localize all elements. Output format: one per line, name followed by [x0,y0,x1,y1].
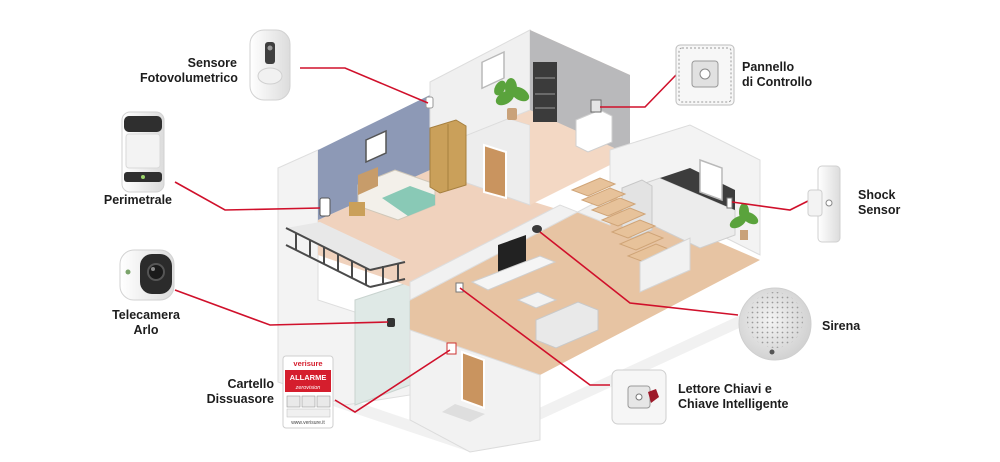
kitchen-window [699,158,723,202]
photo-motion-sensor-device [249,29,291,101]
leader-telecamera [174,289,389,326]
label-pannello-di-controllo: Pannello di Controllo [742,60,832,90]
studio-plant-icon [494,78,530,106]
label-pannello-line2: di Controllo [742,75,813,89]
staircase [570,177,673,263]
kitchen-plant-pot [740,230,748,240]
label-sensore-fotovolumetrico: Sensore Fotovolumetrico [140,56,238,86]
siren-device [738,287,812,361]
wall-perimetral-sensor [319,197,331,217]
sign-brand: verisure [293,359,322,368]
nightstand [349,202,365,216]
bed-headboard [358,167,378,195]
label-shock-sensor: Shock Sensor [858,188,918,218]
kitchen-top [660,168,735,210]
sign-footer: www.verisure.it [291,420,325,426]
living-siren [532,225,542,233]
kitchen-plant-icon [729,203,759,229]
key-reader-device [611,369,667,425]
bed-blanket [382,186,435,216]
leader-shock [731,199,811,211]
bedroom-door [483,143,507,200]
label-lettore-chiavi: Lettore Chiavi e Chiave Intelligente [678,382,808,412]
leader-lines [174,67,811,413]
leader-cartello [334,349,451,413]
label-cartello-line1: Cartello [227,377,274,391]
label-sensore-line2: Fotovolumetrico [140,71,238,85]
bedroom-picture [365,129,387,164]
tv-stand [470,255,557,291]
sign-subtitle: zerovision [295,385,321,391]
label-cartello-line2: Dissuasore [206,392,274,406]
living-floor [410,195,760,375]
leader-sensore [300,67,429,104]
label-perimetrale: Perimetrale [92,193,172,208]
studio-plant-pot [507,108,517,120]
shock-sensor-device [807,165,841,243]
control-panel-small [590,99,602,113]
kitchen-shock-sensor [726,197,733,209]
label-cartello-dissuasore: Cartello Dissuasore [196,377,274,407]
leader-sirena [539,231,739,316]
leader-pannello [600,74,677,108]
studio-window [481,50,505,90]
deterrent-sign: verisure ALLARME zerovision www.verisure… [282,355,334,429]
door-keypad [446,342,457,355]
arlo-camera-device [119,249,175,301]
label-pannello-line1: Pannello [742,60,795,74]
label-telecamera-line2: Arlo [133,323,159,337]
stair-wall [639,237,691,293]
house-illustration [277,29,800,453]
balcony-railing [285,227,406,288]
bookshelf-shelves [535,77,555,109]
label-shock-line2: Sensor [858,203,901,217]
label-telecamera-line1: Telecamera [112,308,180,322]
tv [498,235,526,272]
label-sirena: Sirena [822,319,882,334]
label-shock-line1: Shock [858,188,896,202]
perimetral-sensor-device [121,111,165,193]
label-sirena-line1: Sirena [822,319,861,333]
sofa [535,301,599,349]
balcony-floor [286,222,405,270]
sign-title: ALLARME [290,373,327,382]
entry-glass-wall [354,281,411,406]
sign-icons [286,395,331,418]
label-lettore-line2: Chiave Intelligente [678,397,789,411]
entry-step [442,404,485,422]
leader-perimetrale [174,181,321,211]
leader-lettore [459,287,610,386]
coffee-table [516,291,558,309]
label-telecamera-arlo: Telecamera Arlo [104,308,188,338]
bookshelf [533,62,557,122]
label-perimetrale-line1: Perimetrale [103,193,172,207]
label-sensore-line1: Sensore [187,56,237,70]
control-panel-device [675,44,735,106]
entry-camera [387,318,395,327]
label-lettore-line1: Lettore Chiavi e [678,382,772,396]
entry-door [461,350,485,410]
living-keypad [455,282,464,293]
